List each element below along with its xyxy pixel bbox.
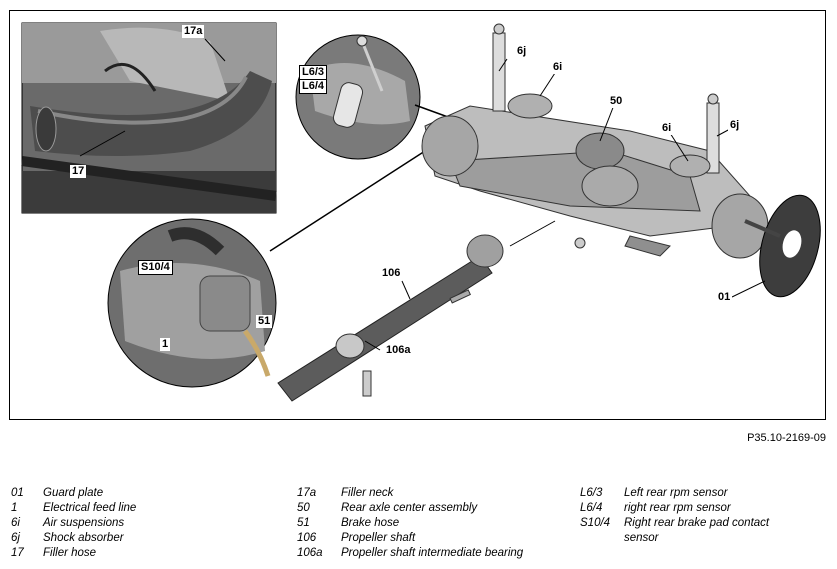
legend-item: S10/4 Right rear brake pad contact sensor (580, 516, 795, 546)
legend-desc: Filler neck (341, 487, 394, 499)
legend-item: 50 Rear axle center assembly (297, 501, 567, 516)
legend-item: 17 Filler hose (11, 546, 271, 561)
legend-code: 17 (11, 547, 24, 559)
callout-s10-4: S10/4 (138, 260, 173, 275)
legend-item: 01 Guard plate (11, 486, 271, 501)
callout-l6-3: L6/3 (299, 65, 328, 80)
legend-item: 106 Propeller shaft (297, 531, 567, 546)
legend-code: 17a (297, 487, 317, 499)
legend-code: 106a (297, 547, 323, 559)
callout-106a: 106a (384, 344, 413, 357)
legend-code: 01 (11, 487, 24, 499)
callout-6i-left: 6i (551, 61, 565, 74)
legend-desc: Right rear brake pad contact sensor (624, 517, 770, 544)
callout-1: 1 (160, 338, 171, 351)
legend-desc: Shock absorber (43, 532, 124, 544)
callout-50: 50 (608, 95, 625, 108)
legend-code: 51 (297, 517, 310, 529)
legend-desc: Left rear rpm sensor (624, 487, 728, 499)
legend-item: 6j Shock absorber (11, 531, 271, 546)
callout-51: 51 (256, 315, 273, 328)
legend-item: 106a Propeller shaft intermediate bearing (297, 546, 567, 561)
legend-item: 17a Filler neck (297, 486, 567, 501)
callout-17: 17 (70, 165, 87, 178)
legend-column-3: L6/3 Left rear rpm sensor L6/4 right rear … (580, 486, 795, 546)
legend-item: 6i Air suspensions (11, 516, 271, 531)
legend-desc: Brake hose (341, 517, 400, 529)
legend-desc: right rear rpm sensor (624, 502, 731, 514)
legend-item: 51 Brake hose (297, 516, 567, 531)
callout-6j-right: 6j (728, 119, 742, 132)
callout-6i-right: 6i (660, 122, 674, 135)
rear-axle-drawing (421, 23, 769, 259)
legend-code: 106 (297, 532, 317, 544)
legend-desc: Propeller shaft (341, 532, 416, 544)
legend-desc: Electrical feed line (43, 502, 137, 514)
legend-column-1: 01 Guard plate 1 Electrical feed line 6i Ai… (11, 486, 271, 561)
legend-code: S10/4 (580, 517, 611, 529)
callout-106: 106 (380, 267, 403, 280)
axle-illustration (21, 22, 821, 402)
filler-hose-inset (21, 22, 277, 214)
legend-desc: Propeller shaft intermediate bearing (341, 547, 524, 559)
figure-reference: P35.10-2169-09 (747, 432, 826, 444)
legend-item: L6/4 right rear rpm sensor (580, 501, 795, 516)
diagram-figure: 17a 17 6j 6i 50 6i 6j L6/3 L6/4 S10/4 1 … (9, 10, 826, 420)
legend-column-2: 17a Filler neck 50 Rear axle center assemb… (297, 486, 567, 561)
legend-code: L6/4 (580, 502, 603, 514)
legend-desc: Guard plate (43, 487, 104, 499)
legend-desc: Filler hose (43, 547, 97, 559)
callout-l6-4: L6/4 (299, 79, 328, 94)
callout-01: 01 (716, 291, 733, 304)
legend-code: L6/3 (580, 487, 603, 499)
leader-lines (364, 58, 766, 351)
callout-17a: 17a (182, 25, 205, 38)
legend-desc: Air suspensions (43, 517, 125, 529)
legend-code: 6j (11, 532, 20, 544)
legend-code: 6i (11, 517, 20, 529)
propeller-shaft-drawing (277, 220, 556, 402)
legend-item: 1 Electrical feed line (11, 501, 271, 516)
legend-item: L6/3 Left rear rpm sensor (580, 486, 795, 501)
guard-plate-drawing (744, 194, 821, 298)
legend-desc: Rear axle center assembly (341, 502, 478, 514)
legend-code: 1 (11, 502, 18, 514)
legend-code: 50 (297, 502, 310, 514)
callout-6j-left: 6j (515, 45, 529, 58)
